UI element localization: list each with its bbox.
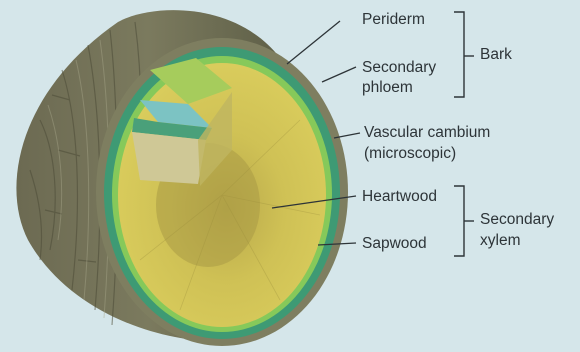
label-vascular-cambium-line1: Vascular cambium <box>364 124 490 142</box>
label-secondary-phloem-line1: Secondary <box>362 59 436 77</box>
label-sapwood: Sapwood <box>362 235 427 253</box>
bracket-bark <box>454 12 474 97</box>
label-periderm: Periderm <box>362 11 425 29</box>
wedge-xylem-face <box>132 132 206 184</box>
label-heartwood: Heartwood <box>362 188 437 206</box>
label-secondary-phloem-line2: phloem <box>362 79 413 97</box>
bracket-secondary-xylem <box>454 186 474 256</box>
group-label-secondary-xylem-line2: xylem <box>480 232 520 250</box>
label-vascular-cambium-line2: (microscopic) <box>364 145 456 163</box>
group-label-bark: Bark <box>480 46 512 64</box>
group-label-secondary-xylem-line1: Secondary <box>480 211 554 229</box>
